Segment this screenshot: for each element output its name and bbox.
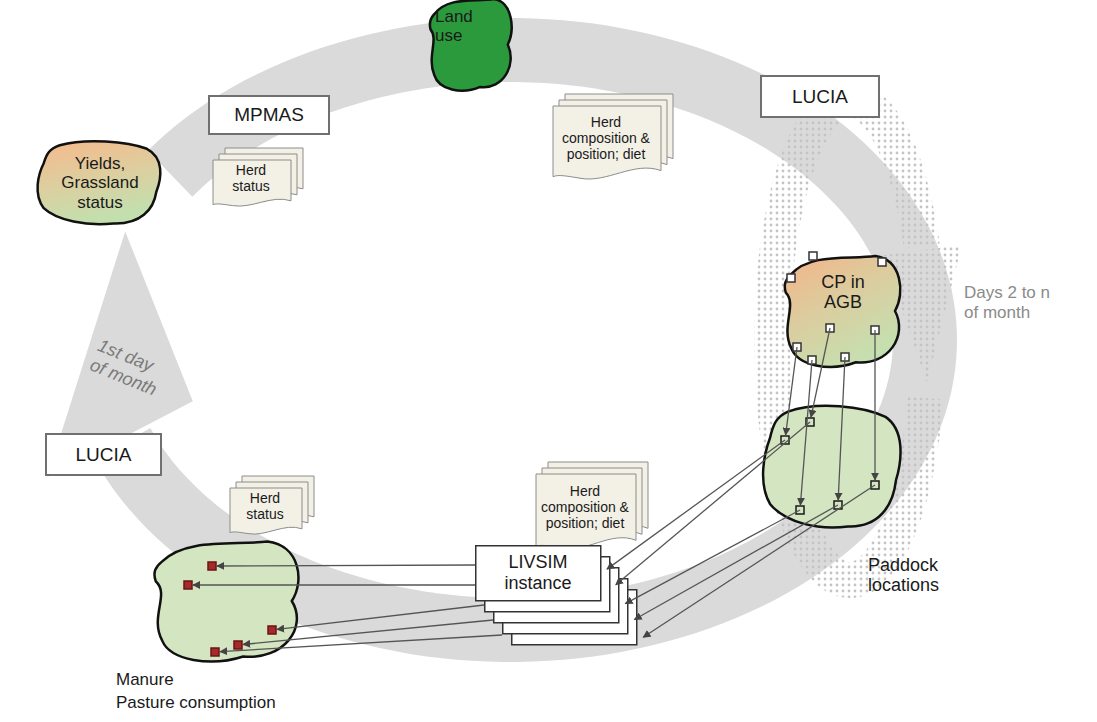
location-square (826, 324, 834, 332)
flow-arrow (193, 584, 475, 585)
blob-outline (430, 0, 512, 91)
crude-protein-blob: CP in AGB (778, 250, 908, 372)
document-stack: Herd composition & position; diet (553, 94, 673, 182)
node-text: CP in AGB (808, 268, 878, 316)
flow-arrow (616, 422, 810, 585)
flow-arrow (643, 485, 875, 637)
document-stack: Herd status (230, 476, 314, 536)
document-stack: Herd status (213, 148, 303, 208)
flow-arrow (874, 330, 875, 480)
location-square (211, 648, 219, 656)
document-sheet (553, 106, 661, 179)
node-text: Herd status (233, 490, 297, 524)
node-text: Herd status (216, 162, 286, 196)
location-square (268, 626, 276, 634)
location-square (871, 326, 879, 334)
location-square (871, 481, 879, 489)
blob-outline (154, 542, 298, 662)
node-text: Herd composition & position; diet (539, 476, 631, 540)
daily-loop-band (772, 109, 926, 580)
location-square (806, 418, 814, 426)
model-box: LUCIA (760, 75, 880, 118)
instance-box (476, 546, 601, 601)
document-sheet (230, 488, 302, 534)
flow-arrow (607, 440, 785, 569)
model-box: MPMAS (208, 95, 330, 135)
phase-label: 1st day of month (87, 335, 173, 402)
model-instance-stack: LIVSIM instance (475, 545, 640, 655)
flow-arrow (243, 620, 493, 645)
location-square (841, 353, 849, 361)
location-square (809, 252, 817, 260)
document-sheet (536, 474, 636, 549)
location-square (808, 356, 816, 364)
flow-arrow-bundle (193, 565, 502, 652)
flow-arrow (217, 565, 475, 566)
daily-loop-arrowhead (883, 245, 962, 382)
node-text: Pasture consumption (116, 692, 316, 714)
location-square (834, 501, 842, 509)
flow-arrow (811, 328, 830, 417)
node-text: LIVSIM instance (492, 545, 584, 600)
flow-arrow (220, 635, 502, 652)
flow-arrow (625, 510, 800, 604)
node-text: Yields, Grassland status (47, 146, 153, 220)
manure-blob-shape (108, 535, 318, 720)
blob-outline (38, 141, 161, 224)
phase-label: Days 2 to n of month (964, 283, 1064, 322)
flow-arrow (277, 605, 484, 629)
location-square (796, 506, 804, 514)
node-text: MPMAS (210, 97, 328, 133)
land-use-blob: Land use (425, 0, 517, 95)
cycle-band (123, 50, 925, 630)
flow-arrow-bundle (786, 328, 875, 505)
instance-box (512, 590, 637, 645)
location-square (781, 436, 789, 444)
flow-arrow (786, 347, 797, 435)
flow-arrow-bundle (607, 422, 875, 637)
location-square (878, 258, 886, 266)
node-text: Land use (435, 4, 497, 48)
location-square (787, 274, 795, 282)
node-text: Paddock locations (868, 550, 960, 600)
paddock-blob: Paddock locations (750, 395, 962, 605)
node-text: Manure (116, 669, 200, 691)
location-square (184, 581, 192, 589)
node-text: LUCIA (47, 435, 160, 474)
document-sheet (213, 160, 291, 206)
flow-arrow (800, 360, 812, 505)
blob-outline (763, 406, 900, 528)
location-square (234, 641, 242, 649)
manure-blob: ManurePasture consumption (108, 535, 318, 720)
location-square (208, 562, 216, 570)
flow-arrow (634, 505, 838, 620)
model-box: LUCIA (45, 433, 162, 476)
document-stack: Herd composition & position; diet (536, 462, 648, 552)
blob-outline (785, 256, 901, 367)
daily-loop-band (843, 100, 922, 246)
location-square (793, 343, 801, 351)
flow-arrow (838, 357, 845, 500)
yields-blob: Yields, Grassland status (33, 138, 167, 228)
node-text: LUCIA (762, 77, 878, 116)
node-text: Herd composition & position; diet (556, 108, 656, 170)
